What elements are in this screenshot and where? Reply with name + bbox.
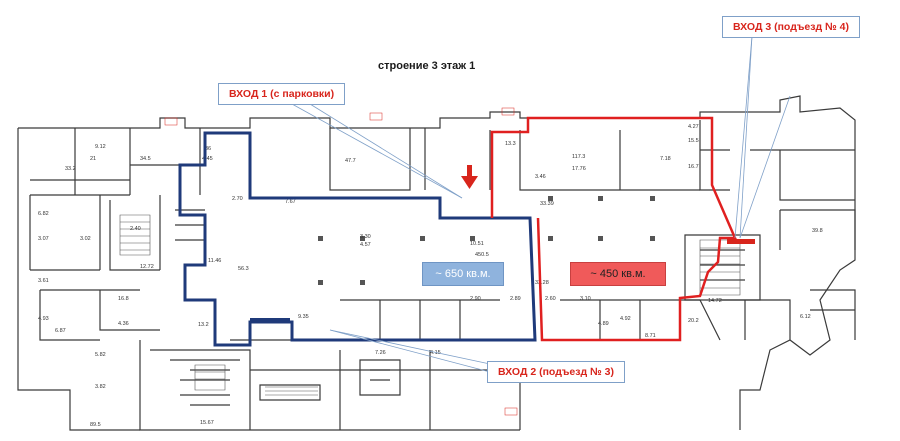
- entrance2-callout: ВХОД 2 (подъезд № 3): [487, 361, 625, 383]
- room-label: 14.72: [708, 298, 722, 304]
- room-label: 3.02: [80, 236, 91, 242]
- room-label: 4.89: [598, 321, 609, 327]
- room-label: 2.90: [470, 296, 481, 302]
- room-label: 20.2: [688, 318, 699, 324]
- room-label: 10.51: [470, 241, 484, 247]
- room-label: 6.82: [38, 211, 49, 217]
- red-area-outline: [490, 116, 737, 342]
- room-label: 7.67: [285, 199, 296, 205]
- room-label: 17.76: [572, 166, 586, 172]
- room-label: 33.2: [65, 166, 76, 172]
- room-label: 5.82: [95, 352, 106, 358]
- room-label: 4.57: [360, 242, 371, 248]
- room-label: 9.35: [298, 314, 309, 320]
- blue-area-label: ~ 650 кв.м.: [422, 262, 504, 286]
- entrance1-callout: ВХОД 1 (с парковки): [218, 83, 346, 105]
- room-label: 6.12: [800, 314, 811, 320]
- room-label: 8.71: [645, 333, 656, 339]
- room-label: 117.3: [572, 154, 585, 160]
- room-label: 13.3: [505, 141, 516, 147]
- room-label: 7.18: [660, 156, 671, 162]
- room-label: 47.7: [345, 158, 356, 164]
- room-label: 4.45: [202, 156, 213, 162]
- room-label: 11.46: [208, 258, 221, 264]
- entrance3-callout: ВХОД 3 (подъезд № 4): [722, 16, 860, 38]
- room-labels: 9.12 21 34.5 33.2 36 4.45 47.7 13.3 117.…: [38, 124, 823, 428]
- room-label: 3.46: [535, 174, 546, 180]
- room-label: 16.8: [118, 296, 129, 302]
- room-label: 3.07: [38, 236, 49, 242]
- room-label: 2.60: [545, 296, 556, 302]
- room-label: 33.39: [540, 201, 554, 207]
- room-label: 21: [90, 156, 96, 162]
- room-label: 13.2: [198, 322, 209, 328]
- callout-leaders: [291, 35, 791, 373]
- room-label: 16.7: [688, 164, 699, 170]
- room-label: 4.15: [430, 350, 441, 356]
- room-label: 12.72: [140, 264, 154, 270]
- room-label: 3.61: [38, 278, 49, 284]
- entrance2-marker: [250, 318, 290, 323]
- room-label: 4.27: [688, 124, 699, 130]
- room-label: 7.26: [375, 350, 386, 356]
- room-label: 4.36: [118, 321, 129, 327]
- room-label: 4.92: [620, 316, 631, 322]
- room-label: 4.93: [38, 316, 49, 322]
- room-label: 3.30: [360, 234, 371, 240]
- room-label: 450.5: [475, 252, 489, 258]
- room-label: 89.5: [90, 422, 101, 428]
- room-label: 6.87: [55, 328, 66, 334]
- room-label: 56.3: [238, 266, 249, 272]
- entrance3-marker: [727, 239, 755, 244]
- room-label: 15.5: [688, 138, 699, 144]
- room-label: 3.10: [580, 296, 591, 302]
- blue-area-outline: [178, 131, 537, 347]
- room-label: 36: [205, 146, 211, 152]
- room-label: 39.8: [812, 228, 823, 234]
- room-label: 34.5: [140, 156, 151, 162]
- room-label: 2.40: [130, 226, 141, 232]
- floor-title: строение 3 этаж 1: [378, 60, 476, 72]
- stairwells: [119, 214, 741, 396]
- entrance1-arrow-icon: [461, 165, 478, 189]
- room-label: 2.89: [510, 296, 521, 302]
- building-walls: [17, 95, 856, 431]
- room-label: 33.28: [535, 280, 549, 286]
- room-label: 2.70: [232, 196, 243, 202]
- room-label: 9.12: [95, 144, 106, 150]
- room-label: 15.67: [200, 420, 214, 426]
- room-label: 3.82: [95, 384, 106, 390]
- section-markers: [164, 107, 518, 416]
- red-area-label: ~ 450 кв.м.: [570, 262, 666, 286]
